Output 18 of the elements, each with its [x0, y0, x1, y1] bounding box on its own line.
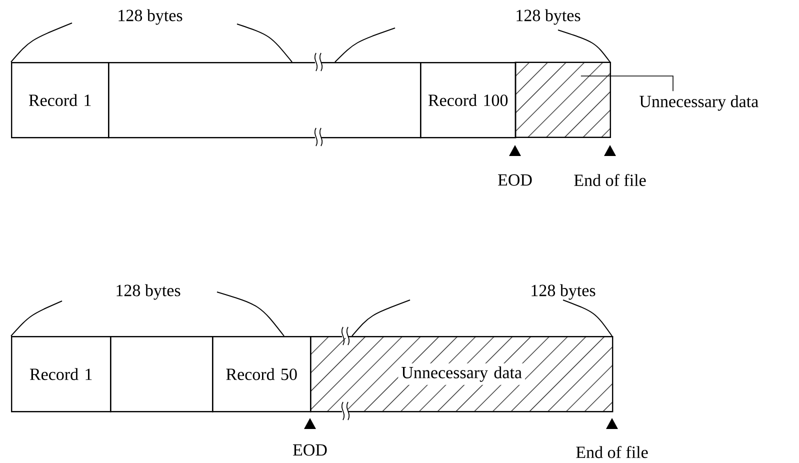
- size-label: 128 bytes: [116, 284, 180, 300]
- record-box: Record 1: [11, 336, 112, 412]
- hatched-box: Unnecessary data: [310, 336, 614, 412]
- marker-label: End of file: [576, 446, 648, 458]
- record-box: Record 1: [11, 62, 110, 138]
- empty-box: [110, 336, 214, 412]
- size-label: 128 bytes: [516, 9, 580, 25]
- empty-box: [108, 62, 422, 138]
- record-box: Record 100: [420, 62, 516, 138]
- callout-text: Unnecessary data: [640, 95, 758, 111]
- size-label: 128 bytes: [118, 9, 182, 25]
- record-box: Record 50: [212, 336, 312, 412]
- marker-label: EOD: [498, 174, 532, 186]
- hatched-box: [514, 62, 611, 138]
- marker-label: End of file: [574, 174, 646, 186]
- leader-line: [580, 76, 674, 92]
- size-label: 128 bytes: [532, 284, 596, 300]
- marker-label: EOD: [293, 444, 327, 456]
